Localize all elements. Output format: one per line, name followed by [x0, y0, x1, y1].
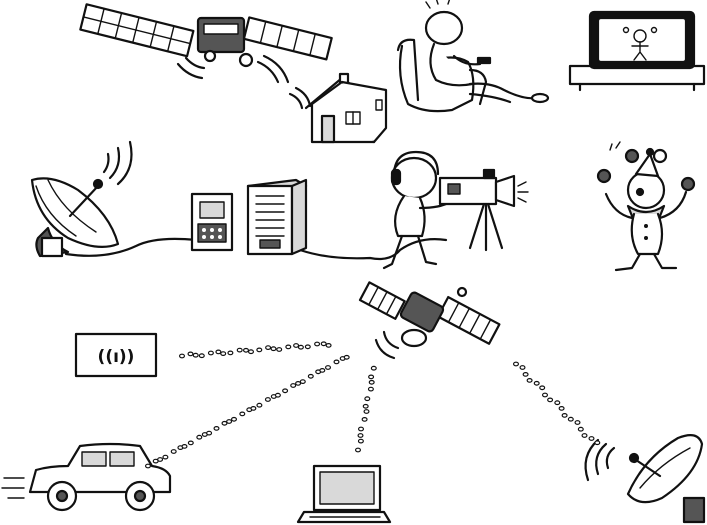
signal-dot	[308, 375, 313, 379]
signal-dot	[244, 349, 249, 353]
signal-dot	[555, 401, 560, 405]
signal-dot	[320, 369, 325, 373]
signal-dot	[344, 356, 349, 360]
signal-dot	[326, 344, 331, 348]
server-icon	[248, 180, 306, 254]
signal-dot	[257, 348, 262, 352]
signal-dot	[232, 418, 237, 422]
signal-dot	[369, 375, 374, 379]
signal-dot	[559, 407, 564, 411]
tv-icon	[570, 12, 704, 90]
signal-dot	[227, 420, 232, 424]
signal-dot	[197, 435, 202, 439]
signal-dot	[568, 417, 573, 421]
video-camera-icon	[384, 152, 528, 268]
signal-dot	[363, 405, 368, 409]
signal-dot	[358, 434, 363, 438]
signal-dot	[296, 382, 301, 386]
signal-dot	[356, 448, 361, 452]
signal-dot	[371, 366, 376, 370]
signal-dot	[291, 384, 296, 388]
signal-dot	[209, 351, 214, 355]
signal-dot	[216, 350, 221, 354]
signal-dot	[221, 352, 226, 356]
signal-dot	[520, 366, 525, 370]
satellite-dish-icon	[586, 435, 704, 522]
signal-dot	[562, 414, 567, 418]
signal-dot	[199, 354, 204, 358]
signal-dot	[359, 439, 364, 443]
signal-dot	[171, 450, 176, 454]
signal-dot	[240, 412, 245, 416]
signal-dot	[548, 398, 553, 402]
signal-dot	[364, 410, 369, 414]
signal-dot	[228, 351, 233, 355]
signal-dot	[182, 445, 187, 449]
clown-icon	[598, 142, 694, 270]
car-icon	[2, 444, 170, 510]
signal-dot	[271, 347, 276, 351]
signal-dot	[257, 403, 262, 407]
signal-dot	[163, 455, 168, 459]
signal-dot	[193, 353, 198, 357]
signal-dot	[180, 354, 185, 358]
signal-dot	[534, 382, 539, 386]
signal-dot	[578, 427, 583, 431]
signal-dot	[300, 380, 305, 384]
signal-dot	[315, 342, 320, 346]
signal-dot	[326, 366, 331, 370]
signal-dot	[365, 397, 370, 401]
signal-dot	[277, 348, 282, 352]
signal-dot	[214, 427, 219, 431]
signal-dot	[283, 389, 288, 393]
laptop-icon	[298, 466, 390, 522]
signal-dot	[362, 418, 367, 422]
satellite-top-icon	[80, 4, 331, 108]
signal-dot	[543, 393, 548, 397]
satellite-dish-icon	[32, 142, 132, 256]
wifi-sign-icon: ((ı))	[76, 334, 156, 376]
signal-dot	[359, 427, 364, 431]
signal-dot	[369, 387, 374, 391]
signal-dot	[276, 393, 281, 397]
signal-dot	[540, 386, 545, 390]
signal-dot	[188, 441, 193, 445]
signal-dot	[369, 381, 374, 385]
signal-dot	[523, 373, 528, 377]
receiver-icon	[192, 194, 232, 250]
house-icon	[306, 74, 386, 142]
satellite-center-icon	[360, 282, 499, 358]
signal-dot	[294, 344, 299, 348]
wifi-sign-glyph: ((ı))	[98, 347, 135, 367]
signal-dot	[589, 437, 594, 441]
signal-dot	[158, 458, 163, 462]
signal-dot	[146, 464, 151, 468]
signal-dot	[582, 434, 587, 438]
person-armchair-icon	[398, 0, 548, 111]
signal-dot	[575, 421, 580, 425]
signal-dot	[237, 348, 242, 352]
signal-dot	[188, 352, 193, 356]
signal-dot	[286, 345, 291, 349]
signal-dot	[251, 407, 256, 411]
signal-dots	[146, 342, 600, 468]
signal-dot	[527, 379, 532, 383]
signal-dot	[305, 345, 310, 349]
signal-dot	[266, 398, 271, 402]
signal-dot	[334, 360, 339, 364]
signal-dot	[321, 342, 326, 346]
signal-dot	[595, 441, 600, 445]
signal-dot	[514, 362, 519, 366]
signal-dot	[266, 346, 271, 350]
signal-dot	[299, 345, 304, 349]
signal-dot	[207, 431, 212, 435]
signal-dot	[249, 350, 254, 354]
